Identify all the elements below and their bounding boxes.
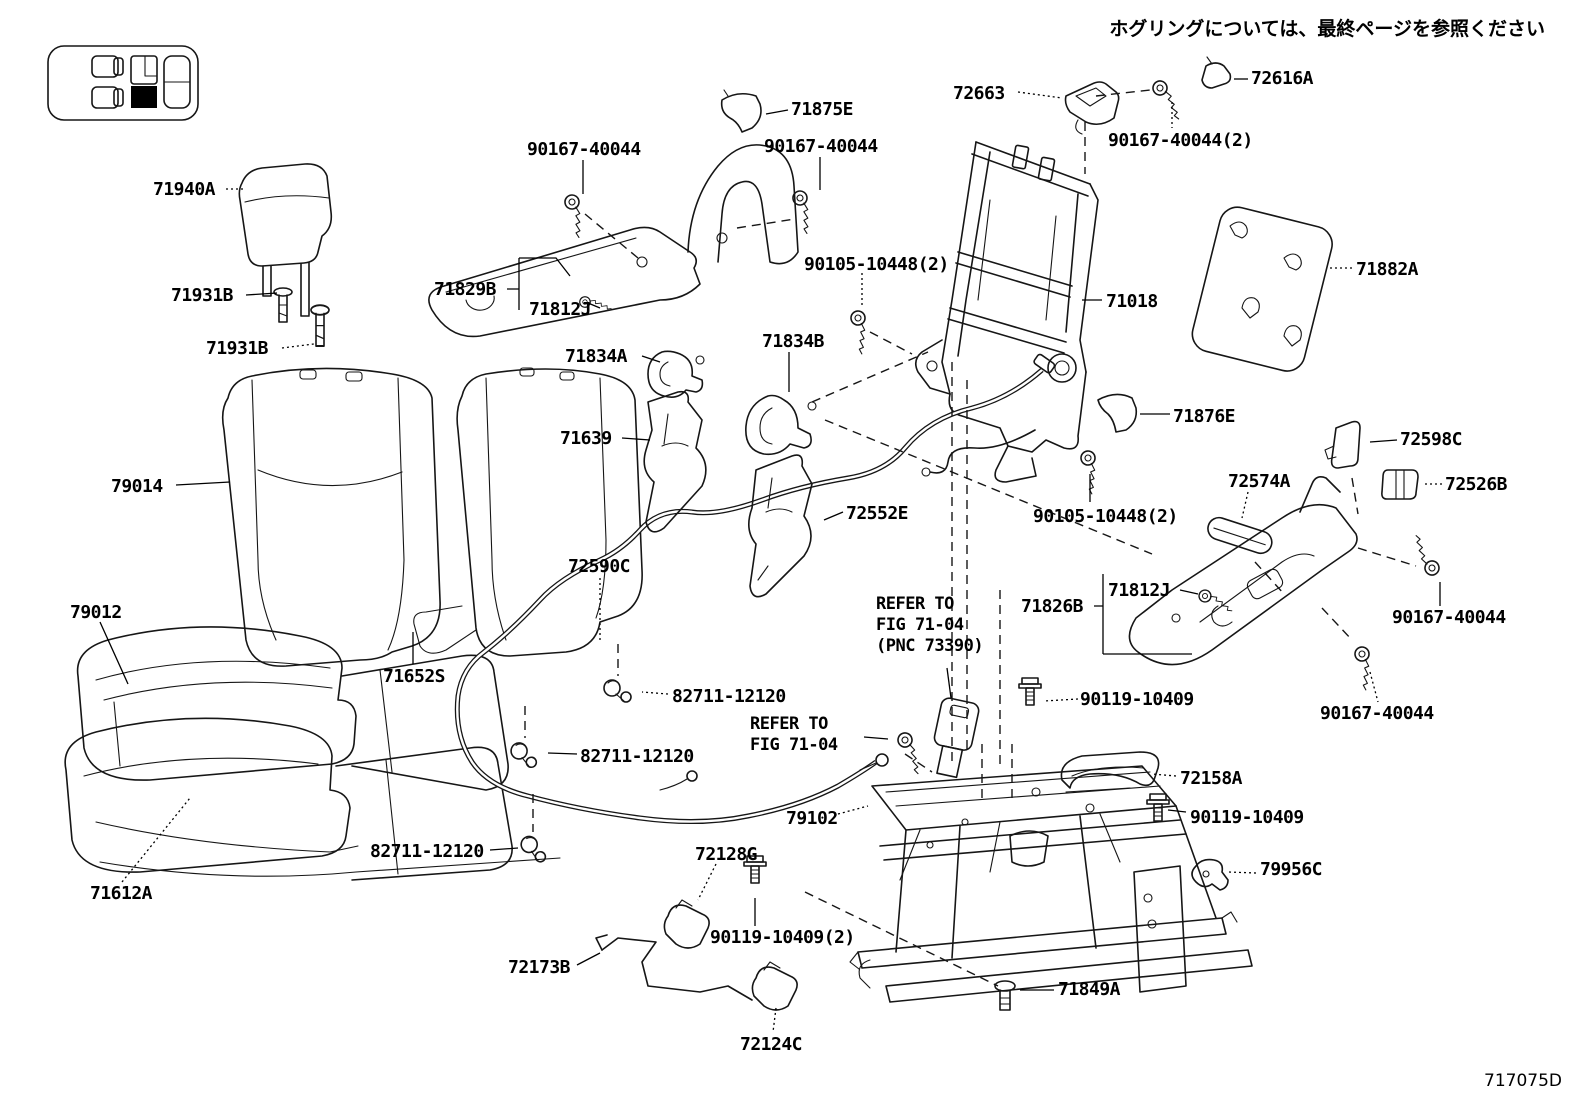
part-label-71882a: 71882A — [1356, 259, 1419, 280]
screw-90105-10448-upper — [835, 307, 884, 355]
part-79012-cushion-cover — [76, 626, 509, 791]
part-72128g-cover — [663, 899, 710, 949]
annotation-refer-1: REFER TO FIG 71-04 (PNC 73390) — [876, 594, 984, 656]
clip-82711-12120-1 — [603, 679, 632, 703]
clip-82711-12120-3 — [517, 833, 551, 864]
part-label-71940a: 71940A — [153, 179, 216, 200]
part-label-72663: 72663 — [953, 83, 1005, 104]
part-71882a-back-panel — [1191, 206, 1333, 372]
part-label-71652s: 71652S — [383, 666, 446, 687]
part-71829b-side-shield — [428, 144, 799, 338]
part-71834b-hook-bracket — [745, 394, 817, 456]
part-label-90105-10448(2): 90105-10448(2) — [1033, 506, 1178, 527]
figure-code: 717075D — [1484, 1071, 1562, 1091]
part-label-72616a: 72616A — [1251, 68, 1314, 89]
part-71834a-hook-bracket — [647, 350, 705, 398]
part-71652s-seat-back-pad — [413, 367, 643, 657]
part-72124c-cover — [751, 961, 798, 1011]
part-label-71875e: 71875E — [791, 99, 854, 120]
part-label-72128g: 72128G — [695, 844, 758, 865]
part-label-71812j: 71812J — [1108, 580, 1171, 601]
part-label-72124c: 72124C — [740, 1034, 803, 1055]
screw-71812j-right — [1197, 583, 1233, 619]
screw-90167-40044-left — [551, 191, 599, 239]
part-label-79014: 79014 — [111, 476, 163, 497]
part-71612a-cushion-pad — [64, 717, 561, 881]
highlighted-seat — [131, 86, 157, 108]
part-label-90167-40044: 90167-40044 — [1320, 703, 1434, 724]
part-label-71876e: 71876E — [1173, 406, 1236, 427]
part-79102-adjuster-frame — [849, 765, 1253, 1003]
part-label-90167-40044: 90167-40044 — [527, 139, 641, 160]
part-72574a-pad — [1207, 516, 1273, 555]
screw-90167-40044-right — [779, 187, 827, 235]
leader-lines — [99, 78, 1442, 1033]
part-72616a-clip — [1201, 56, 1232, 89]
part-71940a-headrest — [238, 163, 333, 317]
screw-90167-40044-right-upper — [1404, 534, 1448, 578]
part-label-71639: 71639 — [560, 428, 612, 449]
part-label-71931b: 71931B — [206, 338, 269, 359]
part-72173b-rod — [595, 934, 753, 1001]
annotation-refer-2: REFER TO FIG 71-04 — [750, 714, 838, 755]
part-label-90119-10409: 90119-10409 — [1190, 807, 1304, 828]
dashed-assembly-lines — [524, 89, 1417, 987]
part-label-71931b: 71931B — [171, 285, 234, 306]
part-label-90105-10448(2): 90105-10448(2) — [804, 254, 949, 275]
part-label-71018: 71018 — [1106, 291, 1158, 312]
screw-90167-40044-right-lower — [1339, 643, 1388, 691]
part-72526b-clip — [1381, 469, 1419, 500]
part-label-72598c: 72598C — [1400, 429, 1463, 450]
part-label-90167-40044: 90167-40044 — [1392, 607, 1506, 628]
part-79956c-clamp — [1191, 858, 1229, 891]
part-label-79012: 79012 — [70, 602, 122, 623]
part-label-72158a: 72158A — [1180, 768, 1243, 789]
part-label-82711-12120: 82711-12120 — [672, 686, 786, 707]
part-71018-seat-back-frame — [914, 141, 1099, 483]
bolt-90119-10409-mid — [1018, 677, 1042, 706]
part-71876e-cap — [1097, 393, 1138, 433]
part-label-71612a: 71612A — [90, 883, 153, 904]
part-label-71834a: 71834A — [565, 346, 628, 367]
part-label-71826b: 71826B — [1021, 596, 1084, 617]
part-79014-seat-back-cover — [221, 367, 441, 667]
part-label-90119-10409(2): 90119-10409(2) — [710, 927, 855, 948]
part-label-72574a: 72574A — [1228, 471, 1291, 492]
part-label-82711-12120: 82711-12120 — [580, 746, 694, 767]
seat-belt-buckle — [933, 697, 980, 779]
part-label-90167-40044(2): 90167-40044(2) — [1108, 130, 1253, 151]
clip-82711-12120-2 — [507, 740, 540, 769]
part-72598c-bracket — [1324, 420, 1361, 469]
part-72158a-handle — [1060, 751, 1160, 793]
part-72663-bracket — [1064, 81, 1120, 135]
part-71826b-side-shield — [1128, 476, 1358, 666]
part-71639-trim — [643, 390, 707, 533]
part-label-71812j: 71812J — [529, 299, 592, 320]
part-label-71849a: 71849A — [1058, 979, 1121, 1000]
part-72552e-trim — [748, 454, 813, 598]
part-label-72552e: 72552E — [846, 503, 909, 524]
part-71849a-screw — [994, 980, 1016, 1011]
part-72590c-release-cable — [454, 353, 1056, 825]
seat-position-indicator-icon — [47, 45, 199, 121]
part-label-90119-10409: 90119-10409 — [1080, 689, 1194, 710]
part-label-72173b: 72173B — [508, 957, 571, 978]
part-label-72526b: 72526B — [1445, 474, 1508, 495]
part-label-71829b: 71829B — [434, 279, 497, 300]
part-label-82711-12120: 82711-12120 — [370, 841, 484, 862]
part-label-79102: 79102 — [786, 808, 838, 829]
part-label-72590c: 72590C — [568, 556, 631, 577]
top-right-note: ホグリングについては、最終ページを参照ください — [1109, 18, 1545, 40]
part-label-79956c: 79956C — [1260, 859, 1323, 880]
screw-90167-40044-top — [1145, 78, 1188, 120]
part-71875e-cap — [720, 89, 762, 133]
part-label-71834b: 71834B — [762, 331, 825, 352]
part-label-90167-40044: 90167-40044 — [764, 136, 878, 157]
